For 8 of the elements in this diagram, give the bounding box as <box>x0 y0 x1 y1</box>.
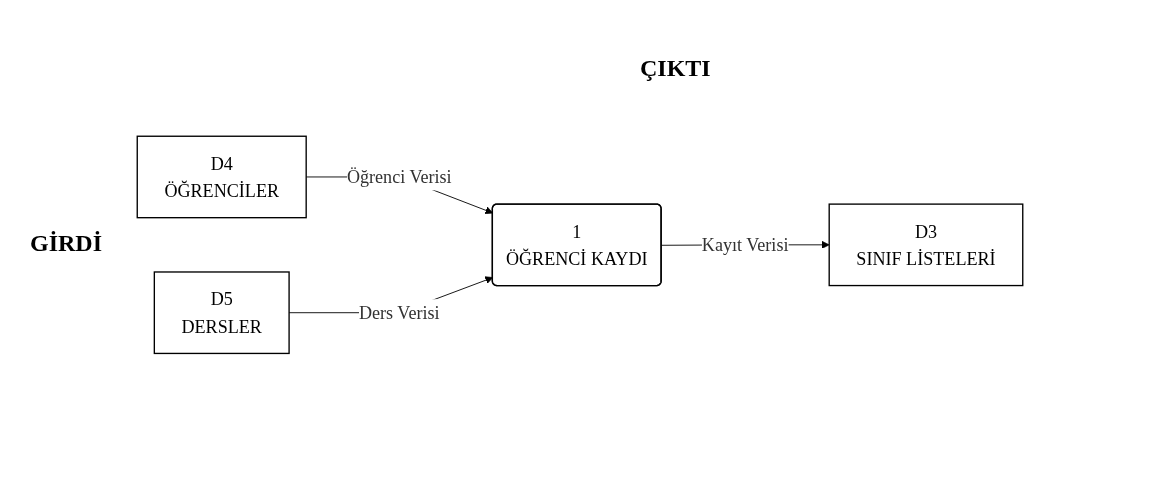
edge-label: Öğrenci Verisi <box>346 167 452 188</box>
node-box: D4 ÖĞRENCİLER <box>136 135 307 219</box>
edge-label: Kayıt Verisi <box>701 235 789 255</box>
edge-label: Ders Verisi <box>358 302 440 323</box>
node-box: D5 DERSLER <box>153 271 290 355</box>
section-label: ÇIKTI <box>640 55 711 82</box>
node-box: D3 SINIF LİSTELERİ <box>828 203 1024 287</box>
section-label: GİRDİ <box>30 230 102 257</box>
